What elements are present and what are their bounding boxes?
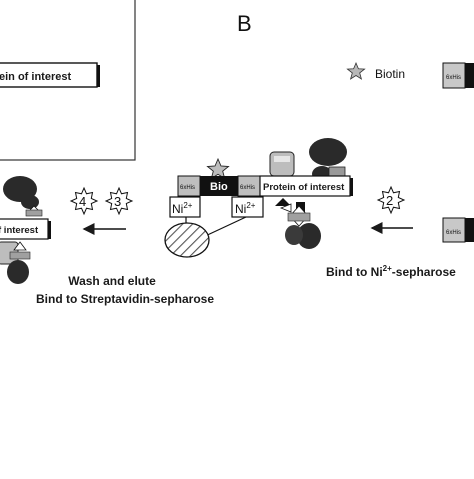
panel-a-protein-label: ein of interest xyxy=(0,71,71,83)
bind-ni-caption: Bind to Ni2+-sepharose xyxy=(326,264,456,279)
right-bio-tag xyxy=(465,218,474,242)
ni-left-label: Ni2+ xyxy=(172,201,193,216)
left-white-triangle-icon xyxy=(13,241,27,251)
binder-dark-triangle-icon xyxy=(275,198,291,206)
step-3-label: 3 xyxy=(114,194,121,209)
binder-dark-blob-icon xyxy=(297,223,321,249)
bio-tag-label: Bio xyxy=(210,181,228,193)
top-gray-cube-icon xyxy=(269,151,295,177)
legend-bio-tag xyxy=(465,63,474,88)
bio-tag xyxy=(200,176,238,196)
panel-a-protein-box xyxy=(0,62,98,88)
biotin-legend-label: Biotin xyxy=(375,67,405,81)
biotin-star-icon xyxy=(346,61,366,80)
wash-elute-caption: Wash and elute xyxy=(68,274,156,288)
step-2-label: 2 xyxy=(386,193,393,208)
protein-box-shadow xyxy=(350,178,353,196)
binder-knob-icon xyxy=(296,202,305,212)
binder-dark-lobe-icon xyxy=(285,225,303,245)
step-3-badge-icon xyxy=(104,186,134,216)
left-dark-blob-icon xyxy=(7,260,29,284)
biotin-star-icon xyxy=(206,157,230,180)
left-gray-band-icon xyxy=(25,209,43,217)
protein-label: Protein of interest xyxy=(263,182,345,193)
dark-protein-top-icon xyxy=(309,138,347,166)
panel-a-box-shadow xyxy=(97,65,100,87)
step-4-label: 4 xyxy=(79,194,86,209)
left-gray-band-lower-icon xyxy=(9,251,31,260)
left-dark-lobe-icon xyxy=(21,195,39,209)
binder-gray-band-icon xyxy=(287,212,311,222)
his-tag-left-label: 6xHis xyxy=(180,185,195,191)
step-4-badge-icon xyxy=(69,186,99,216)
his-tag-right-label: 6xHis xyxy=(240,185,255,191)
ni-box-right xyxy=(231,196,264,218)
step-2-badge-icon xyxy=(376,185,406,215)
top-cube-highlight xyxy=(274,156,290,162)
streptavidin-caption: Bind to Streptavidin-sepharose xyxy=(36,292,214,306)
ni-right-label: Ni2+ xyxy=(235,201,256,216)
right-his-label: 6xHis xyxy=(446,230,461,236)
panel-a-frame xyxy=(0,0,136,161)
sepharose-bead-icon xyxy=(164,222,210,258)
left-protein-label: f interest xyxy=(0,225,39,236)
left-protein-box-shadow xyxy=(48,221,51,239)
panel-letter: B xyxy=(237,11,252,36)
binder-white-triangle-icon xyxy=(279,203,292,213)
legend-his-label: 6xHis xyxy=(446,75,461,81)
ni-box-left xyxy=(169,196,201,218)
